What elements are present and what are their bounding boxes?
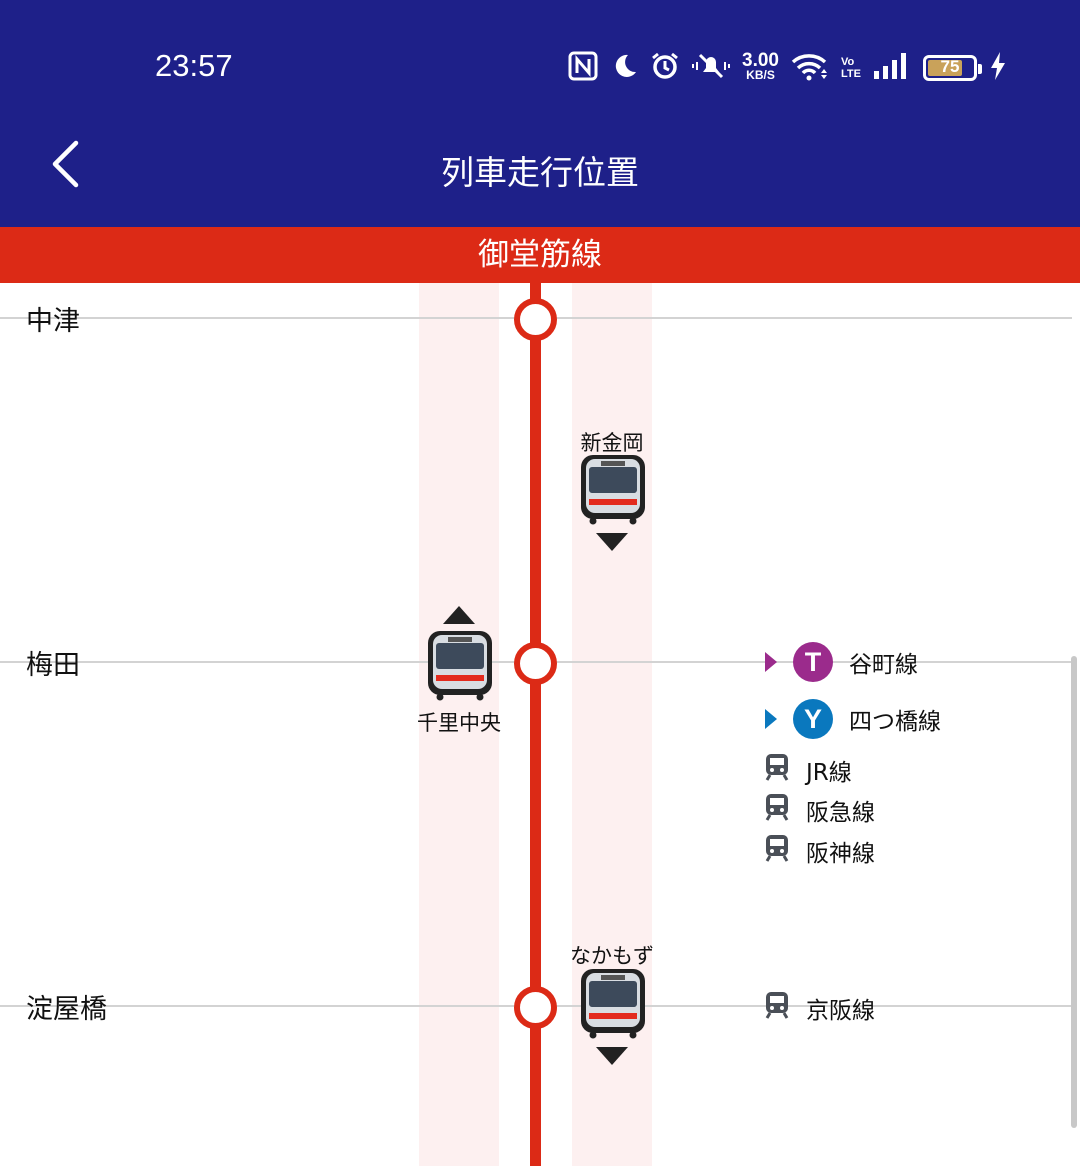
tanimachi-line-badge: T xyxy=(793,642,833,682)
station-marker-umeda[interactable] xyxy=(514,642,557,685)
station-marker-yodoyabashi[interactable] xyxy=(514,986,557,1029)
train-icon xyxy=(764,753,790,787)
transfer-label: 阪急線 xyxy=(806,800,875,826)
volte-indicator: Vo LTE xyxy=(841,56,861,80)
yotsubashi-line-badge: Y xyxy=(793,699,833,739)
down-direction-icon xyxy=(596,1047,628,1065)
train-icon[interactable] xyxy=(578,967,648,1039)
station-name-yodoyabashi[interactable]: 淀屋橋 xyxy=(26,994,107,1025)
down-direction-icon xyxy=(596,533,628,551)
volte-bottom: LTE xyxy=(840,68,861,80)
app-header: 23:57 3.00 KB/S Vo LTE 75 xyxy=(0,0,1080,227)
up-lane xyxy=(419,283,499,1166)
chevron-left-icon xyxy=(52,140,79,188)
alarm-icon xyxy=(650,51,680,85)
mute-icon xyxy=(692,51,730,85)
scrollbar[interactable] xyxy=(1071,656,1077,1128)
train-icon[interactable] xyxy=(425,629,495,701)
status-icons: 3.00 KB/S Vo LTE 75 xyxy=(568,48,1007,88)
transfer-keihan: 京阪線 xyxy=(764,991,875,1025)
battery-icon: 75 xyxy=(922,55,982,81)
wifi-icon xyxy=(791,51,829,85)
train-destination: 新金岡 xyxy=(580,431,644,455)
transfer-yotsubashi[interactable]: Y 四つ橋線 xyxy=(765,699,941,739)
station-name-nakatsu[interactable]: 中津 xyxy=(26,306,80,337)
status-time: 23:57 xyxy=(155,48,233,83)
train-destination: なかもず xyxy=(570,944,654,968)
nfc-icon xyxy=(568,51,598,85)
battery-level: 75 xyxy=(940,57,960,76)
station-name-umeda[interactable]: 梅田 xyxy=(26,650,80,681)
track-line xyxy=(530,283,541,1166)
up-direction-icon xyxy=(443,606,475,624)
transfer-label: 四つ橋線 xyxy=(849,709,941,735)
transfer-label: 京阪線 xyxy=(806,998,875,1024)
caret-right-icon xyxy=(765,709,777,729)
train-destination: 千里中央 xyxy=(417,711,501,735)
train-icon xyxy=(764,793,790,827)
transfer-hanshin: 阪神線 xyxy=(764,834,875,868)
page-title: 列車走行位置 xyxy=(441,153,639,192)
line-name-banner: 御堂筋線 xyxy=(0,227,1080,283)
net-speed-unit: KB/S xyxy=(746,68,775,82)
train-icon[interactable] xyxy=(578,453,648,525)
net-speed-value: 3.00 xyxy=(742,50,779,71)
net-speed: 3.00 KB/S xyxy=(742,50,779,82)
charging-icon xyxy=(989,51,1007,85)
signal-icon xyxy=(873,51,911,85)
train-icon xyxy=(764,834,790,868)
transfer-hankyu: 阪急線 xyxy=(764,793,875,827)
transfer-tanimachi[interactable]: T 谷町線 xyxy=(765,642,918,682)
volte-top: Vo xyxy=(840,56,855,68)
train-position-map[interactable]: 中津 梅田 淀屋橋 新金岡 千里中央 なかもず T 谷町線 Y 四つ橋線 JR線 xyxy=(0,283,1080,1166)
transfer-label: JR線 xyxy=(806,760,852,786)
transfer-jr: JR線 xyxy=(764,753,852,787)
transfer-label: 谷町線 xyxy=(849,652,918,678)
train-icon xyxy=(764,991,790,1025)
station-marker-nakatsu[interactable] xyxy=(514,298,557,341)
back-button[interactable] xyxy=(40,136,90,192)
caret-right-icon xyxy=(765,652,777,672)
transfer-label: 阪神線 xyxy=(806,841,875,867)
moon-icon xyxy=(610,52,638,84)
